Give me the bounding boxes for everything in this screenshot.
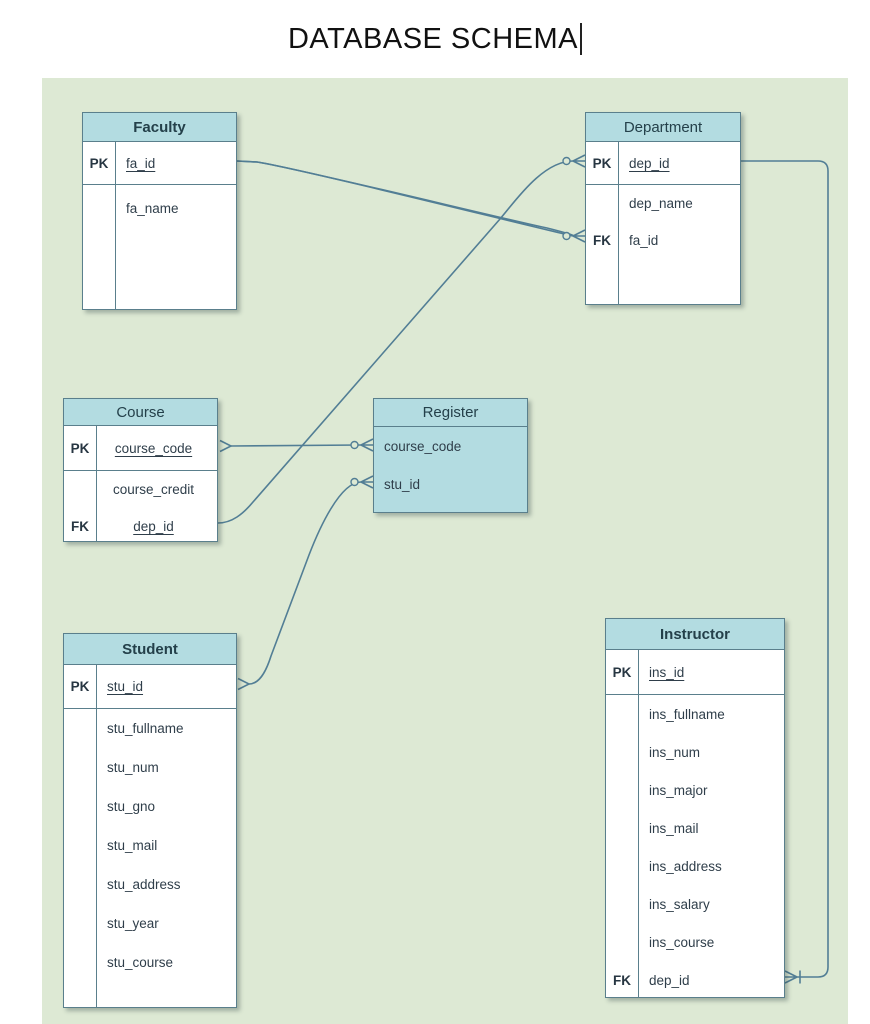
key-label: PK [592,155,612,171]
field-name: stu_mail [107,838,158,853]
field-name: course_code [384,438,462,454]
table-row[interactable]: PK ins_id [606,650,784,695]
table-header[interactable]: Student [64,634,236,665]
table-row[interactable]: PK dep_id [586,142,740,185]
table-row[interactable]: ins_salary [606,885,784,923]
field-name: course_code [114,440,193,456]
table-row[interactable]: ins_mail [606,809,784,847]
field-name: ins_major [649,782,708,798]
field-name: dep_id [649,972,690,988]
table-row[interactable]: ins_fullname [606,695,784,733]
field-name: stu_gno [107,799,156,814]
table-header[interactable]: Instructor [606,619,784,650]
field-name: dep_name [629,196,693,211]
table-row[interactable]: course_code [374,427,527,465]
key-label: PK [70,679,90,694]
table-row[interactable]: stu_num [64,748,236,787]
table-row[interactable]: stu_gno [64,787,236,826]
relationship-faculty-department[interactable] [236,160,586,243]
entity-table-course[interactable]: Course PK course_code course_credit FK d… [63,398,218,542]
field-name: stu_id [107,679,144,694]
table-row[interactable]: FK dep_id [606,961,784,999]
relationship-department-instructor[interactable] [741,160,829,984]
table-row[interactable]: FK dep_id [64,508,217,545]
table-row[interactable]: ins_num [606,733,784,771]
relationship-course-register[interactable] [219,438,374,453]
field-name: ins_course [649,934,715,950]
page-title[interactable]: DATABASE SCHEMA [287,22,579,55]
key-column-divider [618,142,619,304]
field-name: stu_id [384,476,421,492]
field-name: ins_address [649,858,722,874]
key-label: PK [89,155,109,171]
field-name: dep_id [133,519,174,534]
key-column-divider [638,650,639,997]
field-name: ins_mail [649,820,699,836]
relationship-lines [217,154,829,984]
table-row[interactable]: FK fa_id [586,222,740,258]
diagram-canvas[interactable]: Faculty PK fa_id fa_name Department PK d… [42,78,848,1024]
key-label: FK [593,232,611,248]
key-column-divider [96,426,97,541]
entity-table-student[interactable]: Student PK stu_id stu_fullname stu_num s… [63,633,237,1008]
entity-table-department[interactable]: Department PK dep_id dep_name FK fa_id [585,112,741,305]
key-column-divider [115,142,116,309]
field-name: stu_address [107,877,181,892]
key-column-divider [96,665,97,1007]
table-row[interactable]: stu_address [64,865,236,904]
field-name: dep_id [629,155,670,171]
table-row[interactable]: ins_major [606,771,784,809]
table-header[interactable]: Course [64,399,217,426]
table-row[interactable]: PK fa_id [83,142,236,185]
table-row[interactable]: PK stu_id [64,665,236,709]
table-row[interactable]: stu_id [374,465,527,503]
table-row[interactable]: stu_fullname [64,709,236,748]
entity-table-faculty[interactable]: Faculty PK fa_id fa_name [82,112,237,310]
table-row[interactable]: stu_mail [64,826,236,865]
table-header[interactable]: Department [586,113,740,142]
field-name: ins_num [649,744,701,760]
field-name: fa_name [126,200,179,216]
entity-table-instructor[interactable]: Instructor PK ins_id ins_fullname ins_nu… [605,618,785,998]
field-name: stu_fullname [107,721,184,736]
table-row[interactable]: ins_course [606,923,784,961]
field-name: stu_course [107,955,174,970]
entity-table-register[interactable]: Register course_code stu_id [373,398,528,513]
table-row[interactable]: course_credit [64,471,217,508]
table-header[interactable]: Register [374,399,527,427]
table-row[interactable]: stu_course [64,943,236,982]
table-row[interactable]: dep_name [586,185,740,222]
key-label: PK [70,440,90,456]
field-name: stu_num [107,760,159,775]
relationship-course-department[interactable] [217,154,586,524]
field-name: stu_year [107,916,159,931]
field-name: ins_fullname [649,706,725,722]
key-label: PK [612,664,632,680]
field-name: course_credit [112,482,195,497]
field-name: fa_id [126,155,156,171]
table-row[interactable]: stu_year [64,904,236,943]
relationship-student-register[interactable] [237,475,374,691]
key-label: FK [71,519,89,534]
field-name: ins_salary [649,896,710,912]
field-name: fa_id [629,232,659,248]
table-row[interactable]: fa_name [83,185,236,231]
table-header[interactable]: Faculty [83,113,236,142]
diagram-title-bar: DATABASE SCHEMA [0,0,870,78]
table-row[interactable]: ins_address [606,847,784,885]
table-row[interactable]: PK course_code [64,426,217,471]
key-label: FK [613,972,631,988]
field-name: ins_id [649,664,685,680]
text-cursor [580,23,583,55]
